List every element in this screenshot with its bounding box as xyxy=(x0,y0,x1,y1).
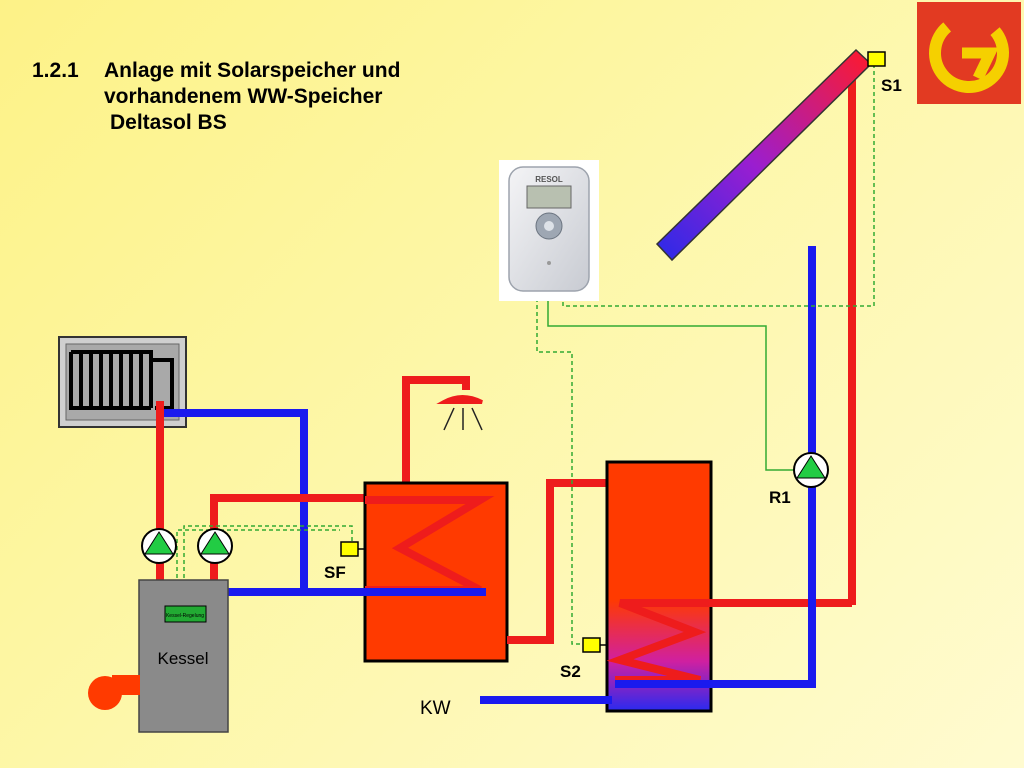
pump-r1: R1 xyxy=(769,452,829,507)
company-logo xyxy=(917,2,1021,104)
shower-icon xyxy=(436,395,483,431)
boiler-controller-label: Kessel-Regelung xyxy=(166,613,204,619)
diagram-title: 1.2.1 Anlage mit Solarspeicher und vorhan… xyxy=(32,58,400,136)
solar-storage-tank xyxy=(480,460,852,713)
pump-heating-circuit xyxy=(141,528,177,564)
title-line-3: Deltasol BS xyxy=(110,111,227,134)
solar-collector xyxy=(655,48,873,262)
connection-pipe xyxy=(507,479,610,644)
title-line-1: Anlage mit Solarspeicher und xyxy=(104,59,401,82)
title-number: 1.2.1 xyxy=(32,59,79,82)
boiler-label: Kessel xyxy=(157,649,208,668)
sensor-s1: S1 xyxy=(867,51,902,95)
boiler: Kessel-Regelung Kessel xyxy=(138,579,229,733)
sensor-sf: SF xyxy=(324,541,366,582)
title-line-2: vorhandenem WW-Speicher xyxy=(104,85,383,108)
controller-device: RESOL xyxy=(499,160,599,301)
sensor-s1-label: S1 xyxy=(881,76,902,95)
sensor-sf-label: SF xyxy=(324,563,346,582)
pump-tank-charging xyxy=(197,528,233,564)
controller-brand: RESOL xyxy=(535,175,563,184)
burner-icon xyxy=(88,675,140,710)
cold-water-label: KW xyxy=(420,698,451,719)
existing-hot-water-tank xyxy=(304,376,509,663)
sensor-s2-label: S2 xyxy=(560,662,581,681)
sensor-s2: S2 xyxy=(560,637,608,681)
pump-r1-label: R1 xyxy=(769,488,791,507)
sensor-wiring xyxy=(176,64,875,645)
